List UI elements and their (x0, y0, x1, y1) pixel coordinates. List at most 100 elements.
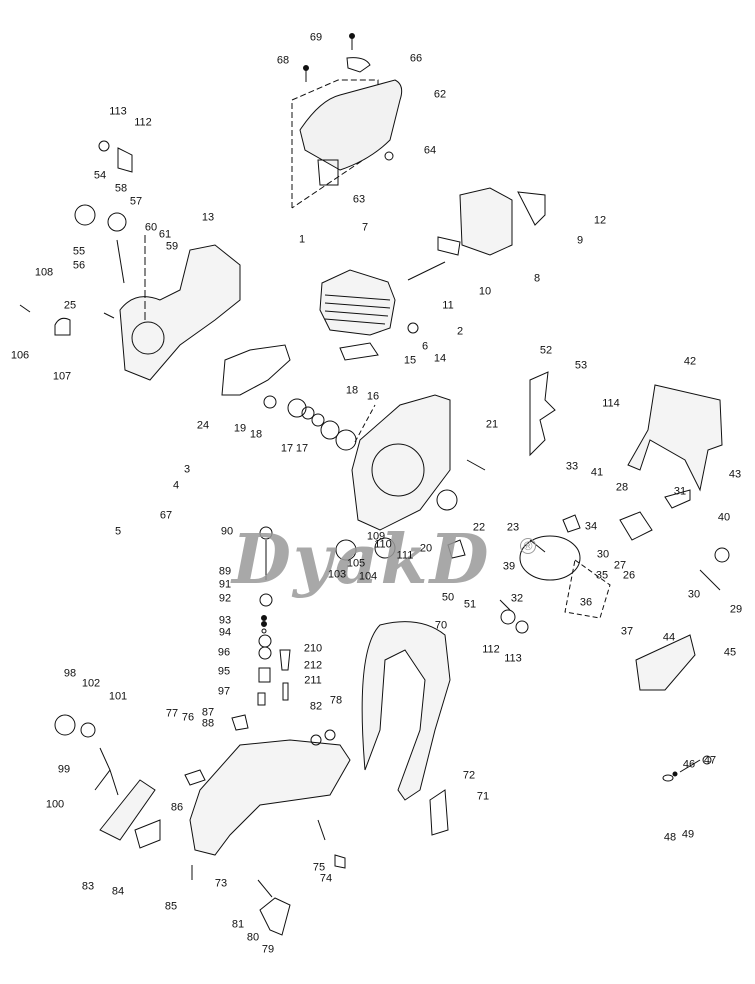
part-label-21[interactable]: 21 (485, 418, 499, 431)
part-label-15[interactable]: 15 (403, 354, 417, 367)
part-label-55[interactable]: 55 (72, 245, 86, 258)
part-label-9[interactable]: 9 (576, 234, 584, 247)
part-label-1[interactable]: 1 (298, 233, 306, 246)
part-label-59[interactable]: 59 (165, 240, 179, 253)
part-label-81[interactable]: 81 (231, 918, 245, 931)
part-label-97[interactable]: 97 (217, 685, 231, 698)
part-label-80[interactable]: 80 (246, 931, 260, 944)
part-label-47[interactable]: 47 (703, 754, 717, 767)
part-label-31[interactable]: 31 (673, 485, 687, 498)
part-label-20[interactable]: 20 (419, 542, 433, 555)
part-label-17-b[interactable]: 17 (295, 442, 309, 455)
part-label-58[interactable]: 58 (114, 182, 128, 195)
part-label-83[interactable]: 83 (81, 880, 95, 893)
part-label-37[interactable]: 37 (620, 625, 634, 638)
part-label-18[interactable]: 18 (249, 428, 263, 441)
part-label-30[interactable]: 30 (596, 548, 610, 561)
part-label-98[interactable]: 98 (63, 667, 77, 680)
part-label-17[interactable]: 17 (280, 442, 294, 455)
part-label-106[interactable]: 106 (10, 349, 30, 362)
part-label-26[interactable]: 26 (622, 569, 636, 582)
part-label-6[interactable]: 6 (421, 340, 429, 353)
part-label-52[interactable]: 52 (539, 344, 553, 357)
part-label-70[interactable]: 70 (434, 619, 448, 632)
part-label-4[interactable]: 4 (172, 479, 180, 492)
part-label-67[interactable]: 67 (159, 509, 173, 522)
part-label-210[interactable]: 210 (303, 642, 323, 655)
part-label-28[interactable]: 28 (615, 481, 629, 494)
part-label-34[interactable]: 34 (584, 520, 598, 533)
part-label-64[interactable]: 64 (423, 144, 437, 157)
part-label-19[interactable]: 19 (233, 422, 247, 435)
part-label-211[interactable]: 211 (304, 674, 322, 687)
part-label-69[interactable]: 69 (309, 31, 323, 44)
part-label-84[interactable]: 84 (111, 885, 125, 898)
part-label-99[interactable]: 99 (57, 763, 71, 776)
part-label-103[interactable]: 103 (327, 568, 347, 581)
part-label-48[interactable]: 48 (663, 831, 677, 844)
part-label-18-b[interactable]: 18 (345, 384, 359, 397)
part-label-39[interactable]: 39 (502, 560, 516, 573)
part-label-77[interactable]: 77 (165, 707, 179, 720)
part-label-32[interactable]: 32 (510, 592, 524, 605)
part-label-89[interactable]: 89 (218, 565, 232, 578)
part-label-45[interactable]: 45 (723, 646, 737, 659)
part-label-92[interactable]: 92 (218, 592, 232, 605)
part-label-113[interactable]: 113 (109, 105, 127, 118)
part-label-82[interactable]: 82 (309, 700, 323, 713)
part-label-23[interactable]: 23 (506, 521, 520, 534)
part-label-33[interactable]: 33 (565, 460, 579, 473)
part-label-87[interactable]: 87 (201, 706, 215, 719)
part-label-100[interactable]: 100 (45, 798, 65, 811)
part-label-88[interactable]: 88 (201, 717, 215, 730)
part-label-25[interactable]: 25 (63, 299, 77, 312)
part-label-111[interactable]: 111 (396, 549, 414, 562)
part-label-8[interactable]: 8 (533, 272, 541, 285)
part-label-93[interactable]: 93 (218, 614, 232, 627)
part-label-60[interactable]: 60 (144, 221, 158, 234)
part-label-10[interactable]: 10 (478, 285, 492, 298)
part-label-63[interactable]: 63 (352, 193, 366, 206)
part-label-30-b[interactable]: 30 (687, 588, 701, 601)
part-label-90[interactable]: 90 (220, 525, 234, 538)
part-label-68[interactable]: 68 (276, 54, 290, 67)
part-label-78[interactable]: 78 (329, 694, 343, 707)
part-label-51[interactable]: 51 (463, 598, 477, 611)
part-label-2[interactable]: 2 (456, 325, 464, 338)
part-label-112-b[interactable]: 112 (482, 643, 500, 656)
part-label-50[interactable]: 50 (441, 591, 455, 604)
part-label-14[interactable]: 14 (433, 352, 447, 365)
part-label-109[interactable]: 109 (366, 530, 386, 543)
part-label-35[interactable]: 35 (595, 569, 609, 582)
part-label-24[interactable]: 24 (196, 419, 210, 432)
part-label-41[interactable]: 41 (590, 466, 604, 479)
part-label-85[interactable]: 85 (164, 900, 178, 913)
part-label-22[interactable]: 22 (472, 521, 486, 534)
part-label-110[interactable]: 110 (374, 538, 392, 551)
part-label-86[interactable]: 86 (170, 801, 184, 814)
part-label-16[interactable]: 16 (366, 390, 380, 403)
part-label-46[interactable]: 46 (682, 758, 696, 771)
part-label-212[interactable]: 212 (303, 659, 323, 672)
part-label-95[interactable]: 95 (217, 665, 231, 678)
part-label-36[interactable]: 36 (579, 596, 593, 609)
part-label-104[interactable]: 104 (358, 570, 378, 583)
part-label-49[interactable]: 49 (681, 828, 695, 841)
part-label-102[interactable]: 102 (81, 677, 101, 690)
part-label-76[interactable]: 76 (181, 711, 195, 724)
part-label-57[interactable]: 57 (129, 195, 143, 208)
part-label-79[interactable]: 79 (261, 943, 275, 956)
part-label-96[interactable]: 96 (217, 646, 231, 659)
part-label-113-b[interactable]: 113 (504, 652, 522, 665)
part-label-43[interactable]: 43 (728, 468, 742, 481)
part-label-53[interactable]: 53 (574, 359, 588, 372)
part-label-71[interactable]: 71 (476, 790, 490, 803)
part-label-94[interactable]: 94 (218, 626, 232, 639)
part-label-107[interactable]: 107 (52, 370, 72, 383)
part-label-101[interactable]: 101 (108, 690, 128, 703)
part-label-62[interactable]: 62 (433, 88, 447, 101)
part-label-12[interactable]: 12 (593, 214, 607, 227)
part-label-5[interactable]: 5 (114, 525, 122, 538)
part-label-11[interactable]: 11 (442, 299, 454, 312)
part-label-114[interactable]: 114 (602, 397, 620, 410)
